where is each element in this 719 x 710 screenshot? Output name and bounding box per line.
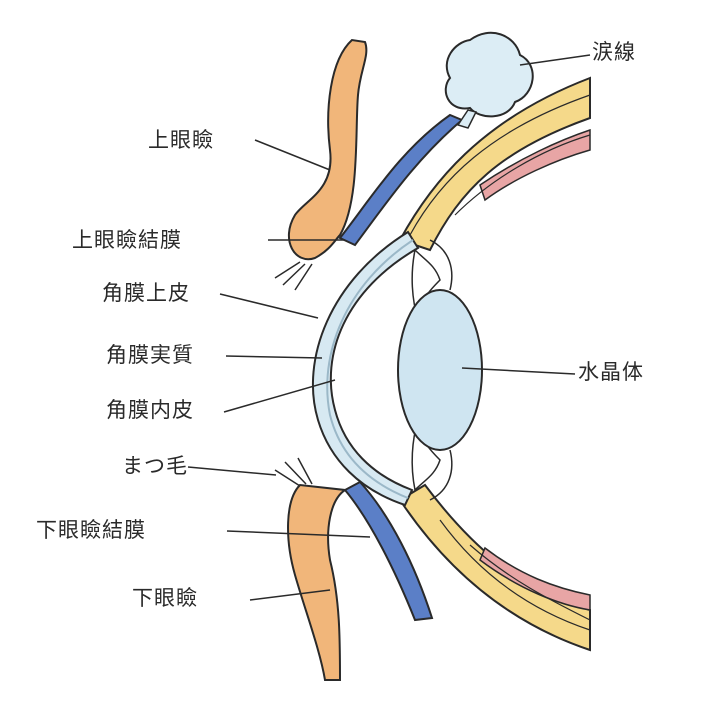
lower-conjunctiva-line [343,480,434,622]
sclera-layers [398,76,591,652]
label-eyelashes: まつ毛 [122,454,188,478]
label-corneal-epithelium: 角膜上皮 [102,281,190,305]
lens-shape [397,289,483,451]
leader-lens [461,367,576,375]
sclera-line-2 [454,134,591,216]
lacrimal-duct [456,109,478,129]
choroid-upper [479,128,591,202]
sclera-line-4 [469,544,591,621]
leader-endothelium [223,379,336,413]
label-lower-conjunctiva: 下眼瞼結膜 [36,518,146,542]
leader-lower-eyelid [249,589,331,601]
sclera-band [398,76,591,252]
leader-eyelashes [187,466,277,476]
label-lacrimal-gland: 涙線 [592,40,636,64]
upper-eyelid-shape [274,38,464,291]
leader-lower-conjunctiva [226,530,371,538]
choroid-lower [479,546,591,611]
leader-epithelium [219,293,319,319]
label-lower-eyelid: 下眼瞼 [132,586,198,610]
label-upper-conjunctiva: 上眼瞼結膜 [72,228,182,252]
label-upper-eyelid: 上眼瞼 [148,128,214,152]
cornea [311,230,420,507]
corneal-stroma-line [326,239,414,499]
label-corneal-stroma: 角膜実質 [106,343,194,367]
label-corneal-endothelium: 角膜内皮 [106,398,194,422]
sclera-line-3 [439,519,591,631]
sclera-line-1 [409,94,591,236]
leader-upper-eyelid [254,139,331,171]
corneal-epithelium-shape [311,230,420,507]
leader-lacrimal [519,54,591,66]
leader-lines [187,54,591,601]
lacrimal-gland-shape [444,31,534,118]
leader-stroma [225,355,323,359]
label-lens: 水晶体 [578,360,644,384]
